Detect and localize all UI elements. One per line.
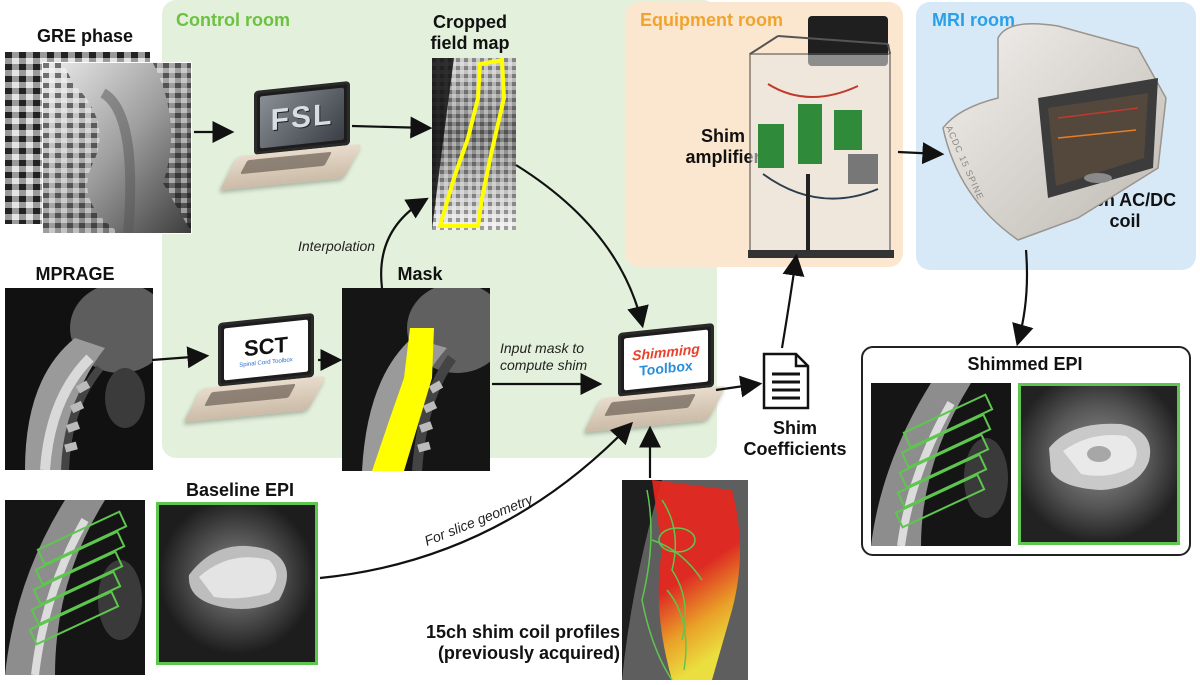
baseline-slice-boxes xyxy=(28,510,128,646)
shim-coefficients-label: Shim Coefficients xyxy=(743,418,847,459)
baseline-epi-sagittal-slice xyxy=(5,500,142,675)
cropped-field-map-image xyxy=(432,58,516,230)
mprage-sagittal-slice xyxy=(25,288,153,470)
baseline-epi-axial-image xyxy=(156,502,318,665)
shim-amplifier-label: Shim amplifier xyxy=(685,126,761,167)
shimming-toolbox-laptop: Shimming Toolbox xyxy=(583,322,727,438)
fsl-laptop: FSL xyxy=(219,80,363,196)
coil-loop-outlines xyxy=(641,489,703,680)
slice-geometry-note: For slice geometry xyxy=(422,490,535,549)
field-map-texture xyxy=(432,58,516,230)
document-icon xyxy=(762,352,810,415)
shimmed-epi-axial-slice xyxy=(1021,386,1177,542)
baseline-epi-sagittal-image xyxy=(5,500,145,675)
input-mask-note: Input mask to compute shim xyxy=(500,340,588,373)
baseline-epi-axial-slice xyxy=(159,505,315,662)
mri-room-title: MRI room xyxy=(932,10,1015,30)
baseline-epi-label: Baseline EPI xyxy=(185,480,295,500)
gre-phase-texture-front xyxy=(43,63,191,233)
shim-amplifier-device xyxy=(748,16,894,258)
arrow-coefficients-to-amplifier xyxy=(780,253,805,349)
acdc-coil-device xyxy=(942,23,1167,241)
shim-coil-profiles-label: 15ch shim coil profiles (previously acqu… xyxy=(425,622,620,663)
mprage-image xyxy=(5,288,153,470)
shim-coil-profiles-image xyxy=(622,480,748,680)
equipment-room-title: Equipment room xyxy=(640,10,783,30)
mask-sagittal-slice xyxy=(362,288,490,471)
gre-phase-image-front xyxy=(42,62,192,234)
gre-phase-label: GRE phase xyxy=(36,26,134,46)
mask-label: Mask xyxy=(397,264,443,284)
shimmed-slice-boxes xyxy=(894,393,994,529)
shimmed-epi-axial-image xyxy=(1018,383,1180,545)
shim-coefficients-document xyxy=(762,352,810,410)
fsl-logo: FSL xyxy=(270,97,334,138)
mask-image xyxy=(342,288,490,471)
control-room-title: Control room xyxy=(176,10,290,30)
mprage-label: MPRAGE xyxy=(35,264,115,284)
shimmed-epi-sagittal-slice xyxy=(871,383,1008,546)
coil-profile-overlay xyxy=(622,480,748,680)
acdc-coil-image: ACDC 15 SPINE xyxy=(938,18,1174,248)
cropped-field-map-label: Cropped field map xyxy=(430,12,510,53)
shim-amplifier-image xyxy=(738,14,896,262)
interpolation-note: Interpolation xyxy=(298,238,376,254)
field-map-mask-outline xyxy=(437,58,507,228)
shimmed-epi-sagittal-image xyxy=(871,383,1011,546)
sct-laptop: SCT Spinal Cord Toolbox xyxy=(183,312,327,428)
shimmed-epi-label: Shimmed EPI xyxy=(967,354,1083,374)
